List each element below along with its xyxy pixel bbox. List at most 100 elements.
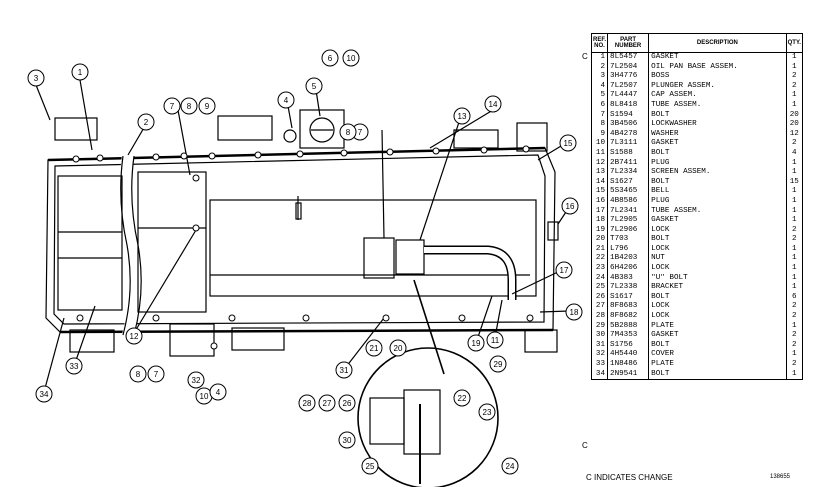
cell-desc: PLATE	[648, 321, 787, 332]
callout-label: 9	[205, 102, 210, 111]
callout-26: 26	[338, 394, 356, 412]
callout-label: 20	[394, 344, 403, 353]
cell-part: S1588	[607, 148, 650, 159]
callout-15: 15	[559, 134, 577, 152]
cell-part: 4B8586	[607, 196, 650, 207]
cell-ref: 21	[590, 244, 609, 255]
callout-label: 34	[40, 390, 49, 399]
cell-desc: COVER	[648, 350, 787, 360]
cell-ref: 13	[590, 168, 609, 178]
cell-desc: PLUG	[648, 196, 787, 207]
cell-ref: 17	[590, 206, 609, 217]
cell-desc: SCREEN ASSEM.	[648, 168, 787, 178]
cell-part: 4B4278	[607, 129, 650, 140]
callout-32: 32	[187, 371, 205, 389]
cell-desc: GASKET	[648, 331, 787, 341]
cell-desc: BOLT	[648, 340, 787, 351]
cell-part: 7L2504	[607, 62, 650, 73]
callout-label: 26	[343, 399, 352, 408]
cell-part: 7L2906	[607, 225, 650, 236]
cell-qty: 1	[785, 158, 804, 169]
callout-8: 8	[180, 97, 198, 115]
cell-part: 1N8486	[607, 360, 650, 370]
cell-qty: 2	[785, 235, 804, 245]
cell-desc: GASKET	[648, 216, 787, 226]
callout-label: 11	[491, 336, 500, 345]
cell-ref: 11	[590, 148, 609, 159]
cell-desc: CAP ASSEM.	[648, 91, 787, 101]
cell-qty: 1	[785, 100, 804, 111]
header-part: PART NUMBER	[607, 33, 650, 53]
callout-label: 15	[564, 139, 573, 148]
callout-label: 5	[312, 82, 317, 91]
cell-qty: 1	[785, 187, 804, 197]
callout-30: 30	[338, 431, 356, 449]
cell-qty: 4	[785, 148, 804, 159]
cell-qty: 1	[785, 283, 804, 293]
cell-qty: 1	[785, 52, 804, 63]
cell-ref: 2	[590, 62, 609, 73]
cell-ref: 7	[590, 110, 609, 121]
cell-qty: 15	[785, 177, 804, 188]
callout-label: 31	[340, 366, 349, 375]
cell-desc: TUBE ASSEM.	[648, 206, 787, 217]
cell-ref: 23	[590, 264, 609, 274]
cell-qty: 20	[785, 110, 804, 121]
callout-14: 14	[484, 95, 502, 113]
cell-ref: 9	[590, 129, 609, 140]
cell-qty: 1	[785, 62, 804, 73]
cell-desc: LOCK	[648, 225, 787, 236]
callout-17: 17	[555, 261, 573, 279]
cell-ref: 20	[590, 235, 609, 245]
cell-ref: 25	[590, 283, 609, 293]
cell-desc: NUT	[648, 254, 787, 265]
cell-qty: 2	[785, 302, 804, 313]
cell-part: 8L8418	[607, 100, 650, 111]
callout-29: 29	[489, 355, 507, 373]
cell-ref: 24	[590, 273, 609, 284]
cell-qty: 1	[785, 350, 804, 360]
callout-20: 20	[389, 339, 407, 357]
callout-label: 7	[170, 102, 175, 111]
cell-ref: 29	[590, 321, 609, 332]
cell-qty: 2	[785, 139, 804, 149]
cell-qty: 12	[785, 129, 804, 140]
cell-ref: 18	[590, 216, 609, 226]
callout-label: 29	[494, 360, 503, 369]
cell-part: 3B4506	[607, 120, 650, 130]
callout-label: 4	[284, 96, 289, 105]
callout-8: 8	[339, 123, 357, 141]
cell-ref: 1	[590, 52, 609, 63]
cell-qty: 2	[785, 331, 804, 341]
cell-qty: 1	[785, 264, 804, 274]
callout-label: 25	[366, 462, 375, 471]
cell-part: 4H5440	[607, 350, 650, 360]
cell-desc: GASKET	[648, 139, 787, 149]
callout-3: 3	[27, 69, 45, 87]
cell-part: 5B2888	[607, 321, 650, 332]
callout-label: 17	[560, 266, 569, 275]
cell-desc: LOCK	[648, 302, 787, 313]
cell-ref: 19	[590, 225, 609, 236]
cell-qty: 2	[785, 72, 804, 82]
cell-ref: 14	[590, 177, 609, 188]
cell-desc: BRACKET	[648, 283, 787, 293]
header-desc: DESCRIPTION	[648, 33, 787, 53]
cell-desc: BOLT	[648, 235, 787, 245]
callout-label: 16	[566, 202, 575, 211]
cell-qty: 1	[785, 369, 804, 381]
callout-16: 16	[561, 197, 579, 215]
callout-label: 8	[136, 370, 141, 379]
